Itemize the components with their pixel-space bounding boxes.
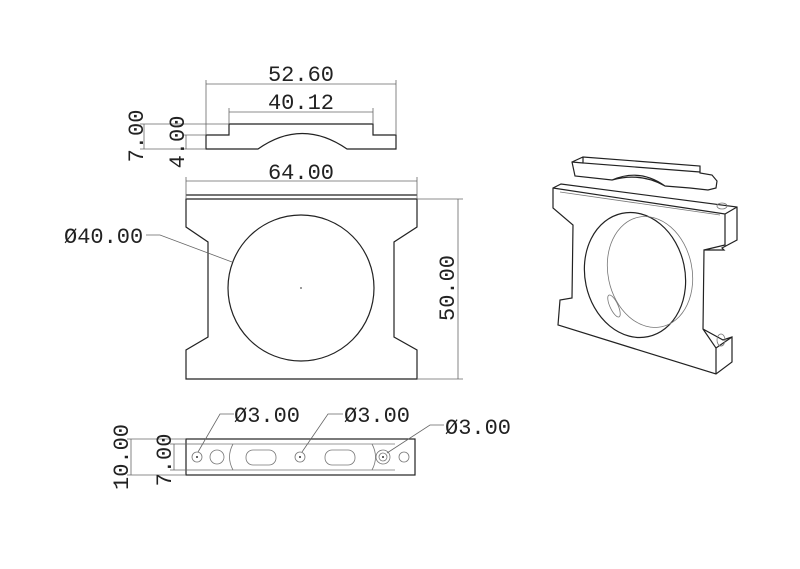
dimension-label: Ø3.00 — [234, 404, 300, 429]
hole-center — [294, 451, 306, 463]
iso-body-outline — [552, 183, 738, 375]
iso-bore-inner — [606, 216, 694, 328]
hole-far-right — [398, 451, 410, 463]
front-view: 64.00 50.00 Ø40.00 — [64, 161, 463, 380]
dimension-hole-center: Ø3.00 — [301, 404, 410, 453]
isometric-view — [552, 156, 738, 375]
dimension-label: 10.00 — [110, 424, 135, 490]
iso-hole — [716, 333, 726, 347]
mount-body-outline — [185, 198, 418, 380]
dimension-total-height: 10.00 — [110, 424, 186, 490]
dimension-total-height: 7.00 — [125, 110, 229, 163]
dimension-height: 50.00 — [417, 198, 463, 380]
slot-right — [324, 449, 356, 466]
dimension-label: 52.60 — [268, 63, 334, 88]
counterbore-right — [375, 449, 391, 465]
iso-slot — [607, 294, 621, 318]
bore-circle — [227, 214, 375, 362]
dimension-width: 64.00 — [185, 161, 418, 199]
dimension-label: 64.00 — [268, 161, 334, 186]
dimension-overall-width: 52.60 — [205, 63, 397, 135]
iso-hole-top — [716, 202, 728, 210]
dimension-label: 50.00 — [436, 255, 461, 321]
top-view: 52.60 40.12 7.00 4.00 — [125, 63, 397, 169]
dimension-label: Ø3.00 — [445, 416, 511, 441]
hole-right — [378, 452, 388, 462]
bottom-outline — [185, 438, 416, 476]
dimension-label: 7.00 — [153, 434, 178, 487]
dimension-label: Ø40.00 — [64, 225, 143, 250]
dimension-step-height: 4.00 — [166, 116, 206, 169]
slot-left — [245, 449, 277, 466]
hole-left — [191, 451, 203, 463]
iso-clamp-cap — [571, 156, 718, 191]
inner-profile — [210, 443, 395, 471]
dimension-bore-diameter: Ø40.00 — [64, 225, 233, 263]
dimension-label: 4.00 — [166, 116, 191, 169]
dimension-label: 7.00 — [125, 110, 150, 163]
center-mark — [300, 287, 302, 289]
iso-bore-outer — [583, 211, 687, 339]
dimension-hole-right: Ø3.00 — [386, 416, 511, 454]
dimension-hole-left: Ø3.00 — [197, 404, 300, 453]
dimension-label: 40.12 — [268, 91, 334, 116]
dimension-inner-height: 7.00 — [153, 434, 210, 487]
counterbore-left — [209, 449, 225, 465]
clamp-cap-outline — [205, 123, 397, 150]
bottom-view: 10.00 7.00 Ø3.00 Ø3.00 Ø3.00 — [110, 404, 511, 490]
dimension-inner-width: 40.12 — [228, 91, 374, 124]
dimension-label: Ø3.00 — [344, 404, 410, 429]
